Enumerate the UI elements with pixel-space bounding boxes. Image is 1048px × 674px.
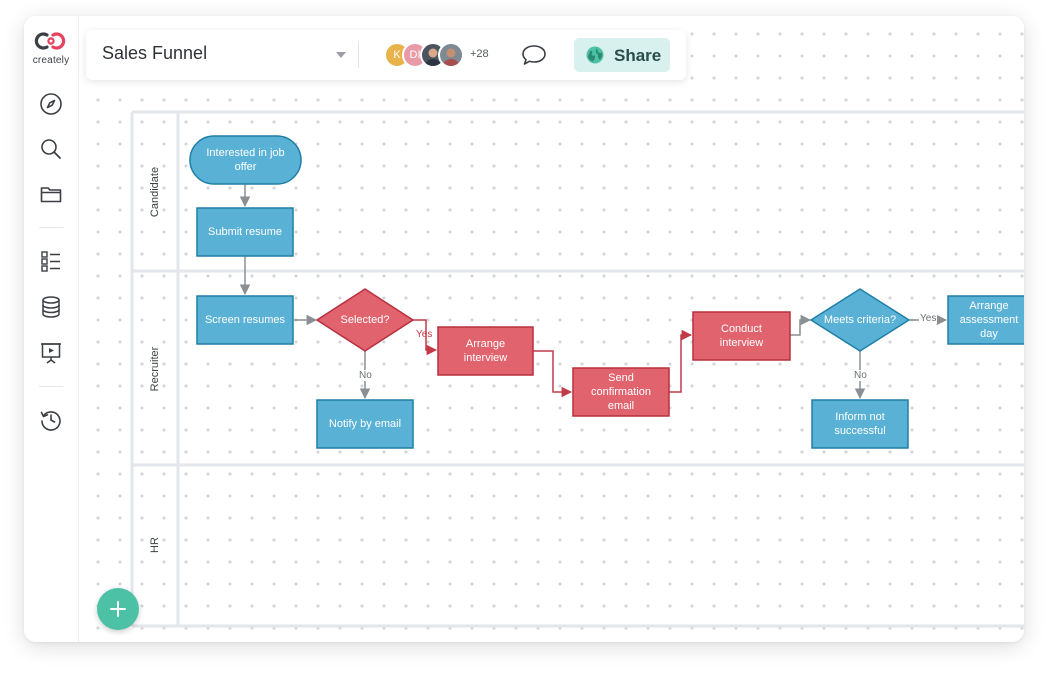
connectors — [239, 184, 948, 400]
edge-send-to-conduct — [669, 329, 693, 393]
search-icon[interactable] — [39, 137, 63, 161]
shape-send-confirmation[interactable] — [572, 367, 670, 417]
add-shape-button[interactable] — [97, 588, 139, 630]
edge-label-no: No — [358, 370, 373, 381]
chevron-down-icon[interactable] — [334, 50, 348, 60]
app-window: creately — [24, 16, 1024, 642]
share-button[interactable]: Share — [574, 38, 670, 72]
shape-interested[interactable] — [189, 135, 302, 185]
creately-logo[interactable]: creately — [24, 30, 78, 66]
shape-submit-resume[interactable] — [196, 207, 294, 257]
lane-label-candidate: Candidate — [149, 166, 161, 218]
edge-selected-yes — [413, 319, 438, 356]
document-header: Sales Funnel K DI +28 Share — [86, 30, 686, 80]
globe-icon — [586, 46, 604, 64]
presentation-icon[interactable] — [39, 341, 63, 365]
edge-conduct-to-criteria — [790, 314, 812, 336]
logo-text: creately — [32, 55, 70, 66]
history-icon[interactable] — [39, 408, 63, 432]
shape-screen-resumes[interactable] — [196, 295, 294, 345]
share-label: Share — [614, 46, 662, 65]
compass-icon[interactable] — [39, 92, 63, 116]
creately-logo-icon — [34, 32, 66, 50]
swimlane-pool[interactable] — [130, 110, 1024, 628]
sidebar-divider — [39, 386, 63, 387]
sidebar-divider — [39, 227, 63, 228]
database-icon[interactable] — [39, 295, 63, 319]
shape-arrange-assessment[interactable] — [947, 295, 1024, 345]
document-title[interactable]: Sales Funnel — [102, 43, 208, 63]
header-divider — [358, 42, 359, 68]
edge-label-no: No — [853, 370, 868, 381]
shape-arrange-interview[interactable] — [437, 326, 534, 376]
shape-inform-not-successful[interactable] — [811, 399, 909, 449]
comment-icon[interactable] — [520, 43, 548, 67]
shape-conduct-interview[interactable] — [692, 311, 791, 361]
user-photo-icon — [425, 48, 441, 66]
shape-selected[interactable] — [315, 288, 415, 352]
left-toolbar: creately — [24, 16, 79, 642]
edge-label-yes: Yes — [416, 329, 433, 340]
plus-icon — [110, 601, 126, 617]
lane-label-recruiter: Recruiter — [149, 346, 161, 392]
collaborator-count[interactable]: +28 — [470, 48, 489, 60]
swimlane-diagram — [130, 110, 1024, 628]
shape-meets-criteria[interactable] — [809, 288, 911, 352]
edge-arrange-to-send — [533, 350, 573, 398]
task-list-icon[interactable] — [39, 249, 63, 273]
edge-label-yes: Yes — [919, 313, 938, 324]
folder-icon[interactable] — [39, 182, 63, 206]
user-photo-icon — [443, 48, 459, 66]
shape-notify-email[interactable] — [316, 399, 414, 449]
lane-label-hr: HR — [149, 537, 161, 553]
avatar[interactable] — [438, 42, 464, 68]
